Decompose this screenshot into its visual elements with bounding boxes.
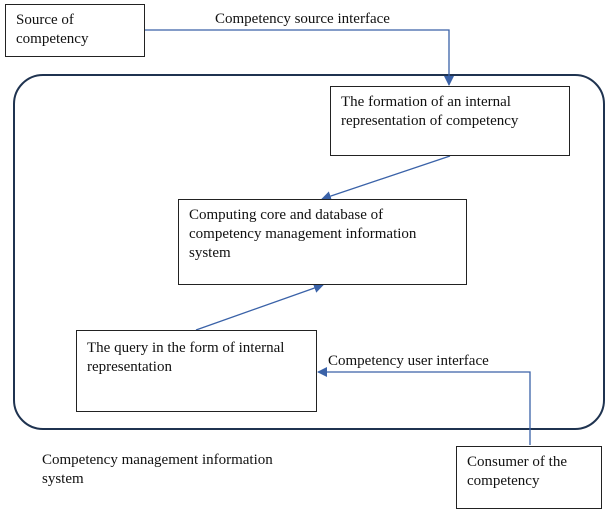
source-of-competency-box: Source of competency	[5, 4, 145, 57]
query-to-core-arrow	[195, 283, 324, 331]
query-box: The query in the form of internal repres…	[76, 330, 317, 412]
consumer-box: Consumer of the competency	[456, 446, 602, 509]
system-name-label: Competency management information system	[42, 452, 273, 487]
source-of-competency-text: Source of competency	[16, 12, 89, 47]
formation-box: The formation of an internal representat…	[330, 86, 570, 156]
consumer-to-query-arrow	[317, 367, 531, 445]
query-text: The query in the form of internal repres…	[87, 340, 285, 375]
computing-core-text: Computing core and database of competenc…	[189, 207, 417, 261]
computing-core-box: Computing core and database of competenc…	[178, 199, 467, 285]
competency-user-interface-label: Competency user interface	[328, 353, 489, 369]
formation-text: The formation of an internal representat…	[341, 94, 519, 129]
consumer-text: Consumer of the competency	[467, 454, 567, 489]
source-to-formation-arrow	[145, 29, 454, 86]
competency-source-interface-label: Competency source interface	[215, 11, 390, 27]
formation-to-core-arrow	[321, 155, 451, 201]
system-boundary	[13, 74, 605, 430]
